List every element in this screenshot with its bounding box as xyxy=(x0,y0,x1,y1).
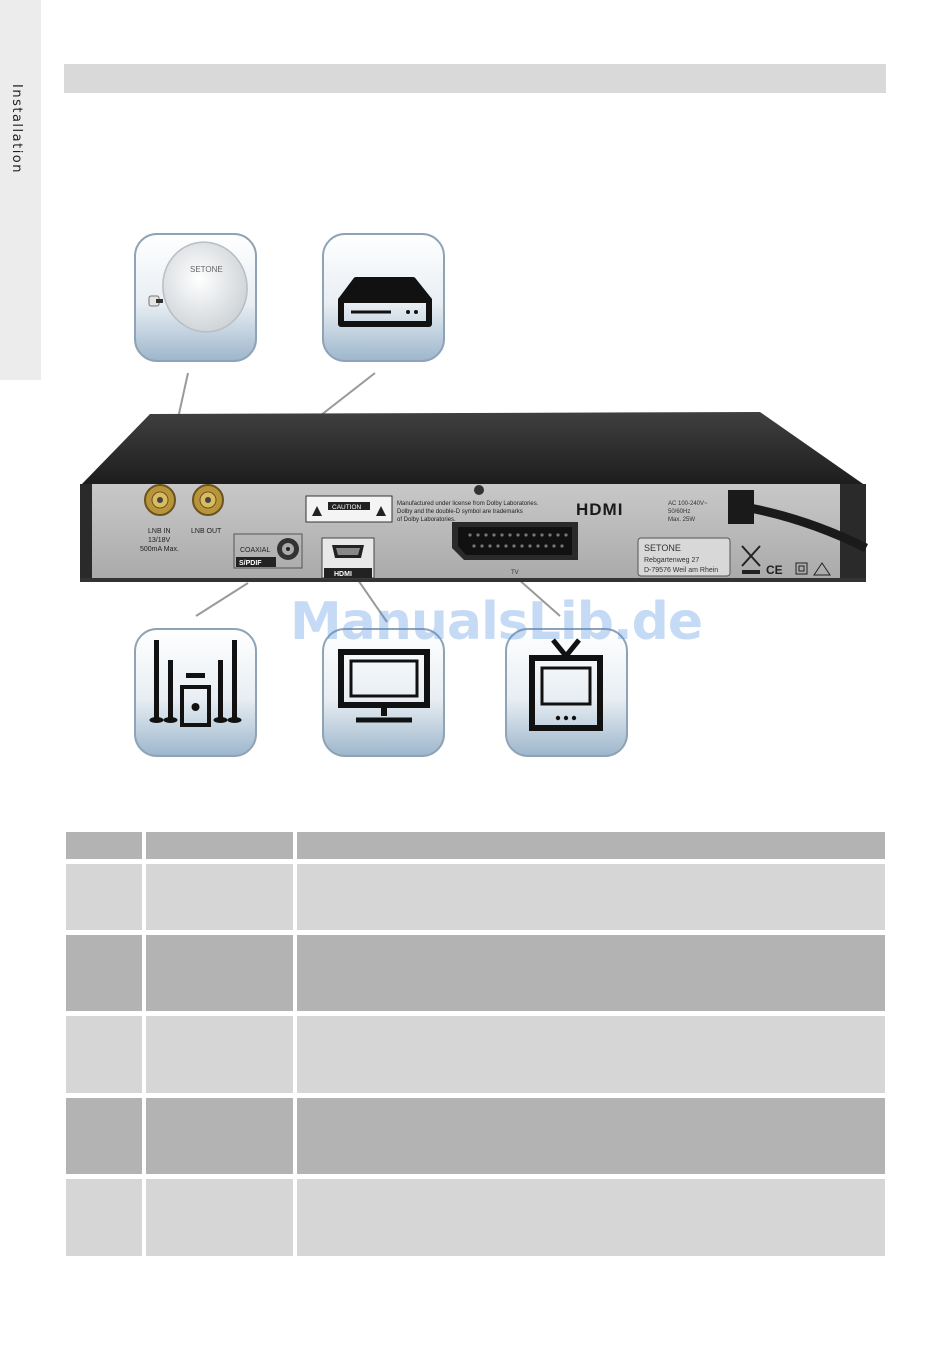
power-line-3: Max. 25W xyxy=(668,517,695,523)
crt-tv-tile xyxy=(505,628,628,757)
hdmi-port-label: HDMI xyxy=(334,571,352,578)
satellite-dish-icon: SETONE xyxy=(148,241,248,333)
address-brand: SETONE xyxy=(644,543,681,553)
scart-port: TV xyxy=(452,522,578,576)
lnb-in-spec-1: 13/18V xyxy=(148,537,171,544)
dish-brand-text: SETONE xyxy=(190,265,223,274)
table-header-cell xyxy=(66,832,142,859)
hdmi-port: HDMI xyxy=(321,537,375,579)
table-cell xyxy=(146,1016,293,1093)
dolby-line-3: of Dolby Laboratories. xyxy=(397,517,456,523)
section-label: Installation xyxy=(9,84,24,175)
address-sticker: SETONE Rebgartenweg 27 D-79576 Weil am R… xyxy=(637,537,731,577)
table-cell xyxy=(146,864,293,930)
caution-sticker: CAUTION xyxy=(305,495,393,523)
lnb-in-connector xyxy=(144,484,176,516)
lnb-in-spec-2: 500mA Max. xyxy=(140,546,179,553)
table-cell xyxy=(146,1098,293,1174)
crt-tv-icon xyxy=(529,638,603,731)
power-line-2: 50/60Hz xyxy=(668,509,690,515)
header-bar xyxy=(64,64,886,93)
caution-label: CAUTION xyxy=(332,504,362,511)
dolby-line-2: Dolby and the double-D symbol are tradem… xyxy=(397,509,523,515)
flat-tv-tile xyxy=(322,628,445,757)
coaxial-port: COAXIAL S/PDIF xyxy=(233,533,303,569)
table-cell xyxy=(146,935,293,1011)
lnb-out-connector xyxy=(192,484,224,516)
receiver-icon xyxy=(338,277,432,327)
table-cell xyxy=(297,1179,885,1256)
speaker-system-tile xyxy=(134,628,257,757)
table-cell xyxy=(297,1098,885,1174)
dolby-line-1: Manufactured under license from Dolby La… xyxy=(397,501,539,507)
table-cell xyxy=(297,935,885,1011)
satellite-dish-tile: SETONE xyxy=(134,233,257,362)
side-tab: Installation xyxy=(0,0,41,380)
power-line-1: AC 100-240V~ xyxy=(668,501,708,507)
receiver-back-panel: LNB IN 13/18V 500mA Max. LNB OUT COAXIAL… xyxy=(80,412,869,582)
connection-diagram: SETONE LNB IN xyxy=(80,233,869,757)
spdif-label: S/PDIF xyxy=(239,560,262,567)
table-cell xyxy=(297,864,885,930)
address-city: D-79576 Weil am Rhein xyxy=(644,567,718,574)
scart-label: TV xyxy=(511,570,519,576)
receiver-tile xyxy=(322,233,445,362)
lnb-in-label: LNB IN xyxy=(148,528,171,535)
table-cell xyxy=(66,1016,142,1093)
power-cable xyxy=(728,490,869,553)
hdmi-logo: HDMI xyxy=(576,500,623,519)
address-street: Rebgartenweg 27 xyxy=(644,557,699,564)
table-cell xyxy=(66,935,142,1011)
certification-marks: CE xyxy=(741,545,831,577)
table-cell xyxy=(66,864,142,930)
coaxial-label: COAXIAL xyxy=(240,547,270,554)
lnb-out-label: LNB OUT xyxy=(191,528,222,535)
table-cell xyxy=(66,1179,142,1256)
table-cell xyxy=(297,1016,885,1093)
table-header-cell xyxy=(297,832,885,859)
speaker-system-icon xyxy=(149,640,242,727)
table-cell xyxy=(66,1098,142,1174)
flat-tv-icon xyxy=(338,649,430,723)
watermark: ManualsLib.de xyxy=(290,592,703,652)
table-cell xyxy=(146,1179,293,1256)
ce-mark: CE xyxy=(766,563,783,577)
table-header-cell xyxy=(146,832,293,859)
